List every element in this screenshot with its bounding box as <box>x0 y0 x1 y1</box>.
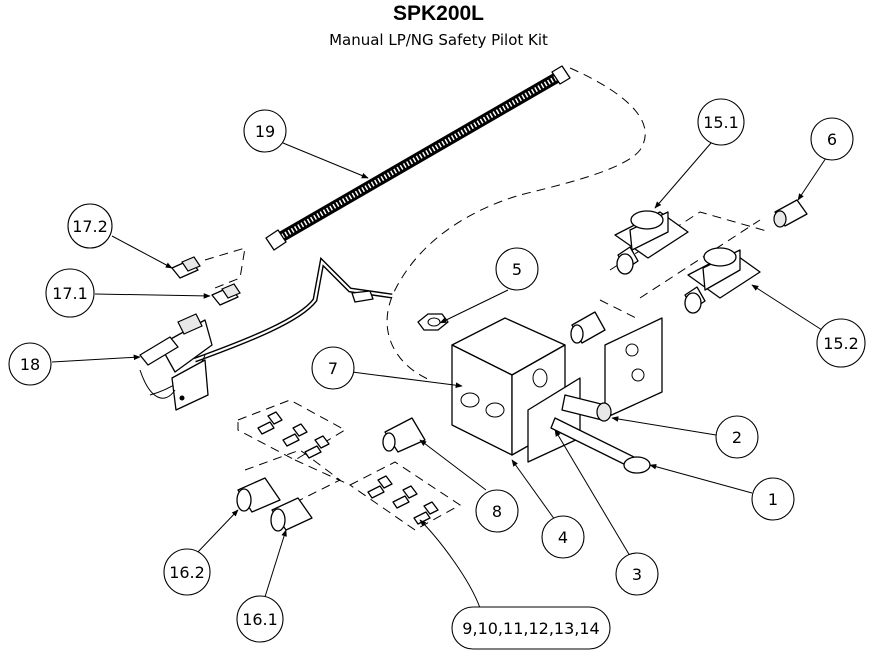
svg-text:2: 2 <box>732 428 742 447</box>
svg-text:15.1: 15.1 <box>703 113 739 132</box>
svg-text:15.2: 15.2 <box>823 334 859 353</box>
callout-17-2: 17.2 <box>67 203 113 249</box>
svg-text:5: 5 <box>512 260 522 279</box>
assembly-line-screws-upper <box>237 399 347 461</box>
callout-15-2: 15.2 <box>816 318 866 368</box>
callout-1: 1 <box>751 477 795 521</box>
fitting-part-6 <box>773 199 808 228</box>
callout-3: 3 <box>615 552 659 596</box>
svg-text:6: 6 <box>827 130 837 149</box>
callout-18: 18 <box>8 342 52 386</box>
callout-6: 6 <box>810 117 854 161</box>
svg-text:19: 19 <box>255 122 275 141</box>
diagram-subtitle: Manual LP/NG Safety Pilot Kit <box>329 31 548 49</box>
knob-shaft-part-1 <box>550 417 651 474</box>
screws-lower-group <box>367 475 439 525</box>
pilot-assembly-part-18 <box>139 256 393 411</box>
assembly-line-screws-lower <box>294 459 461 531</box>
svg-text:1: 1 <box>768 490 778 509</box>
assembly-line-hose <box>386 67 646 381</box>
regulator-part-15-2 <box>684 247 761 314</box>
flex-hose-part-19 <box>265 65 571 251</box>
diagram-title: SPK200L <box>392 2 485 25</box>
svg-text:16.1: 16.1 <box>242 610 278 629</box>
assembly-line-fitting-17 <box>204 247 246 291</box>
nut-part-5 <box>417 313 449 331</box>
fitting-part-16-2 <box>236 477 281 513</box>
svg-text:16.2: 16.2 <box>169 563 205 582</box>
svg-text:17.2: 17.2 <box>72 217 108 236</box>
fitting-part-17-2 <box>171 256 201 279</box>
callout-5: 5 <box>495 247 539 291</box>
callout-16-1: 16.1 <box>236 595 284 643</box>
regulator-part-15-1 <box>614 210 689 275</box>
svg-text:4: 4 <box>558 528 568 547</box>
callout-9-14: 9,10,11,12,13,14 <box>451 606 611 650</box>
callout-17-1: 17.1 <box>45 268 95 318</box>
callout-19: 19 <box>243 109 287 153</box>
callout-8: 8 <box>475 489 519 533</box>
callout-2: 2 <box>715 415 759 459</box>
fitting-part-17-1 <box>211 283 241 306</box>
leader-lines <box>51 142 827 609</box>
callout-16-2: 16.2 <box>163 548 211 596</box>
svg-text:18: 18 <box>20 355 40 374</box>
svg-text:8: 8 <box>492 502 502 521</box>
callout-15-1: 15.1 <box>697 98 745 146</box>
fitting-part-2 <box>561 394 612 422</box>
assembly-line-fittings-16 <box>244 449 341 506</box>
coupler-part <box>570 311 606 344</box>
svg-text:9,10,11,12,13,14: 9,10,11,12,13,14 <box>462 619 599 638</box>
svg-text:3: 3 <box>632 565 642 584</box>
callout-7: 7 <box>311 346 355 390</box>
fitting-part-16-1 <box>270 497 313 532</box>
svg-text:17.1: 17.1 <box>52 284 88 303</box>
screws-upper-group <box>257 411 330 459</box>
svg-text:7: 7 <box>328 359 338 378</box>
callout-4: 4 <box>541 515 585 559</box>
fitting-part-8 <box>382 417 426 453</box>
